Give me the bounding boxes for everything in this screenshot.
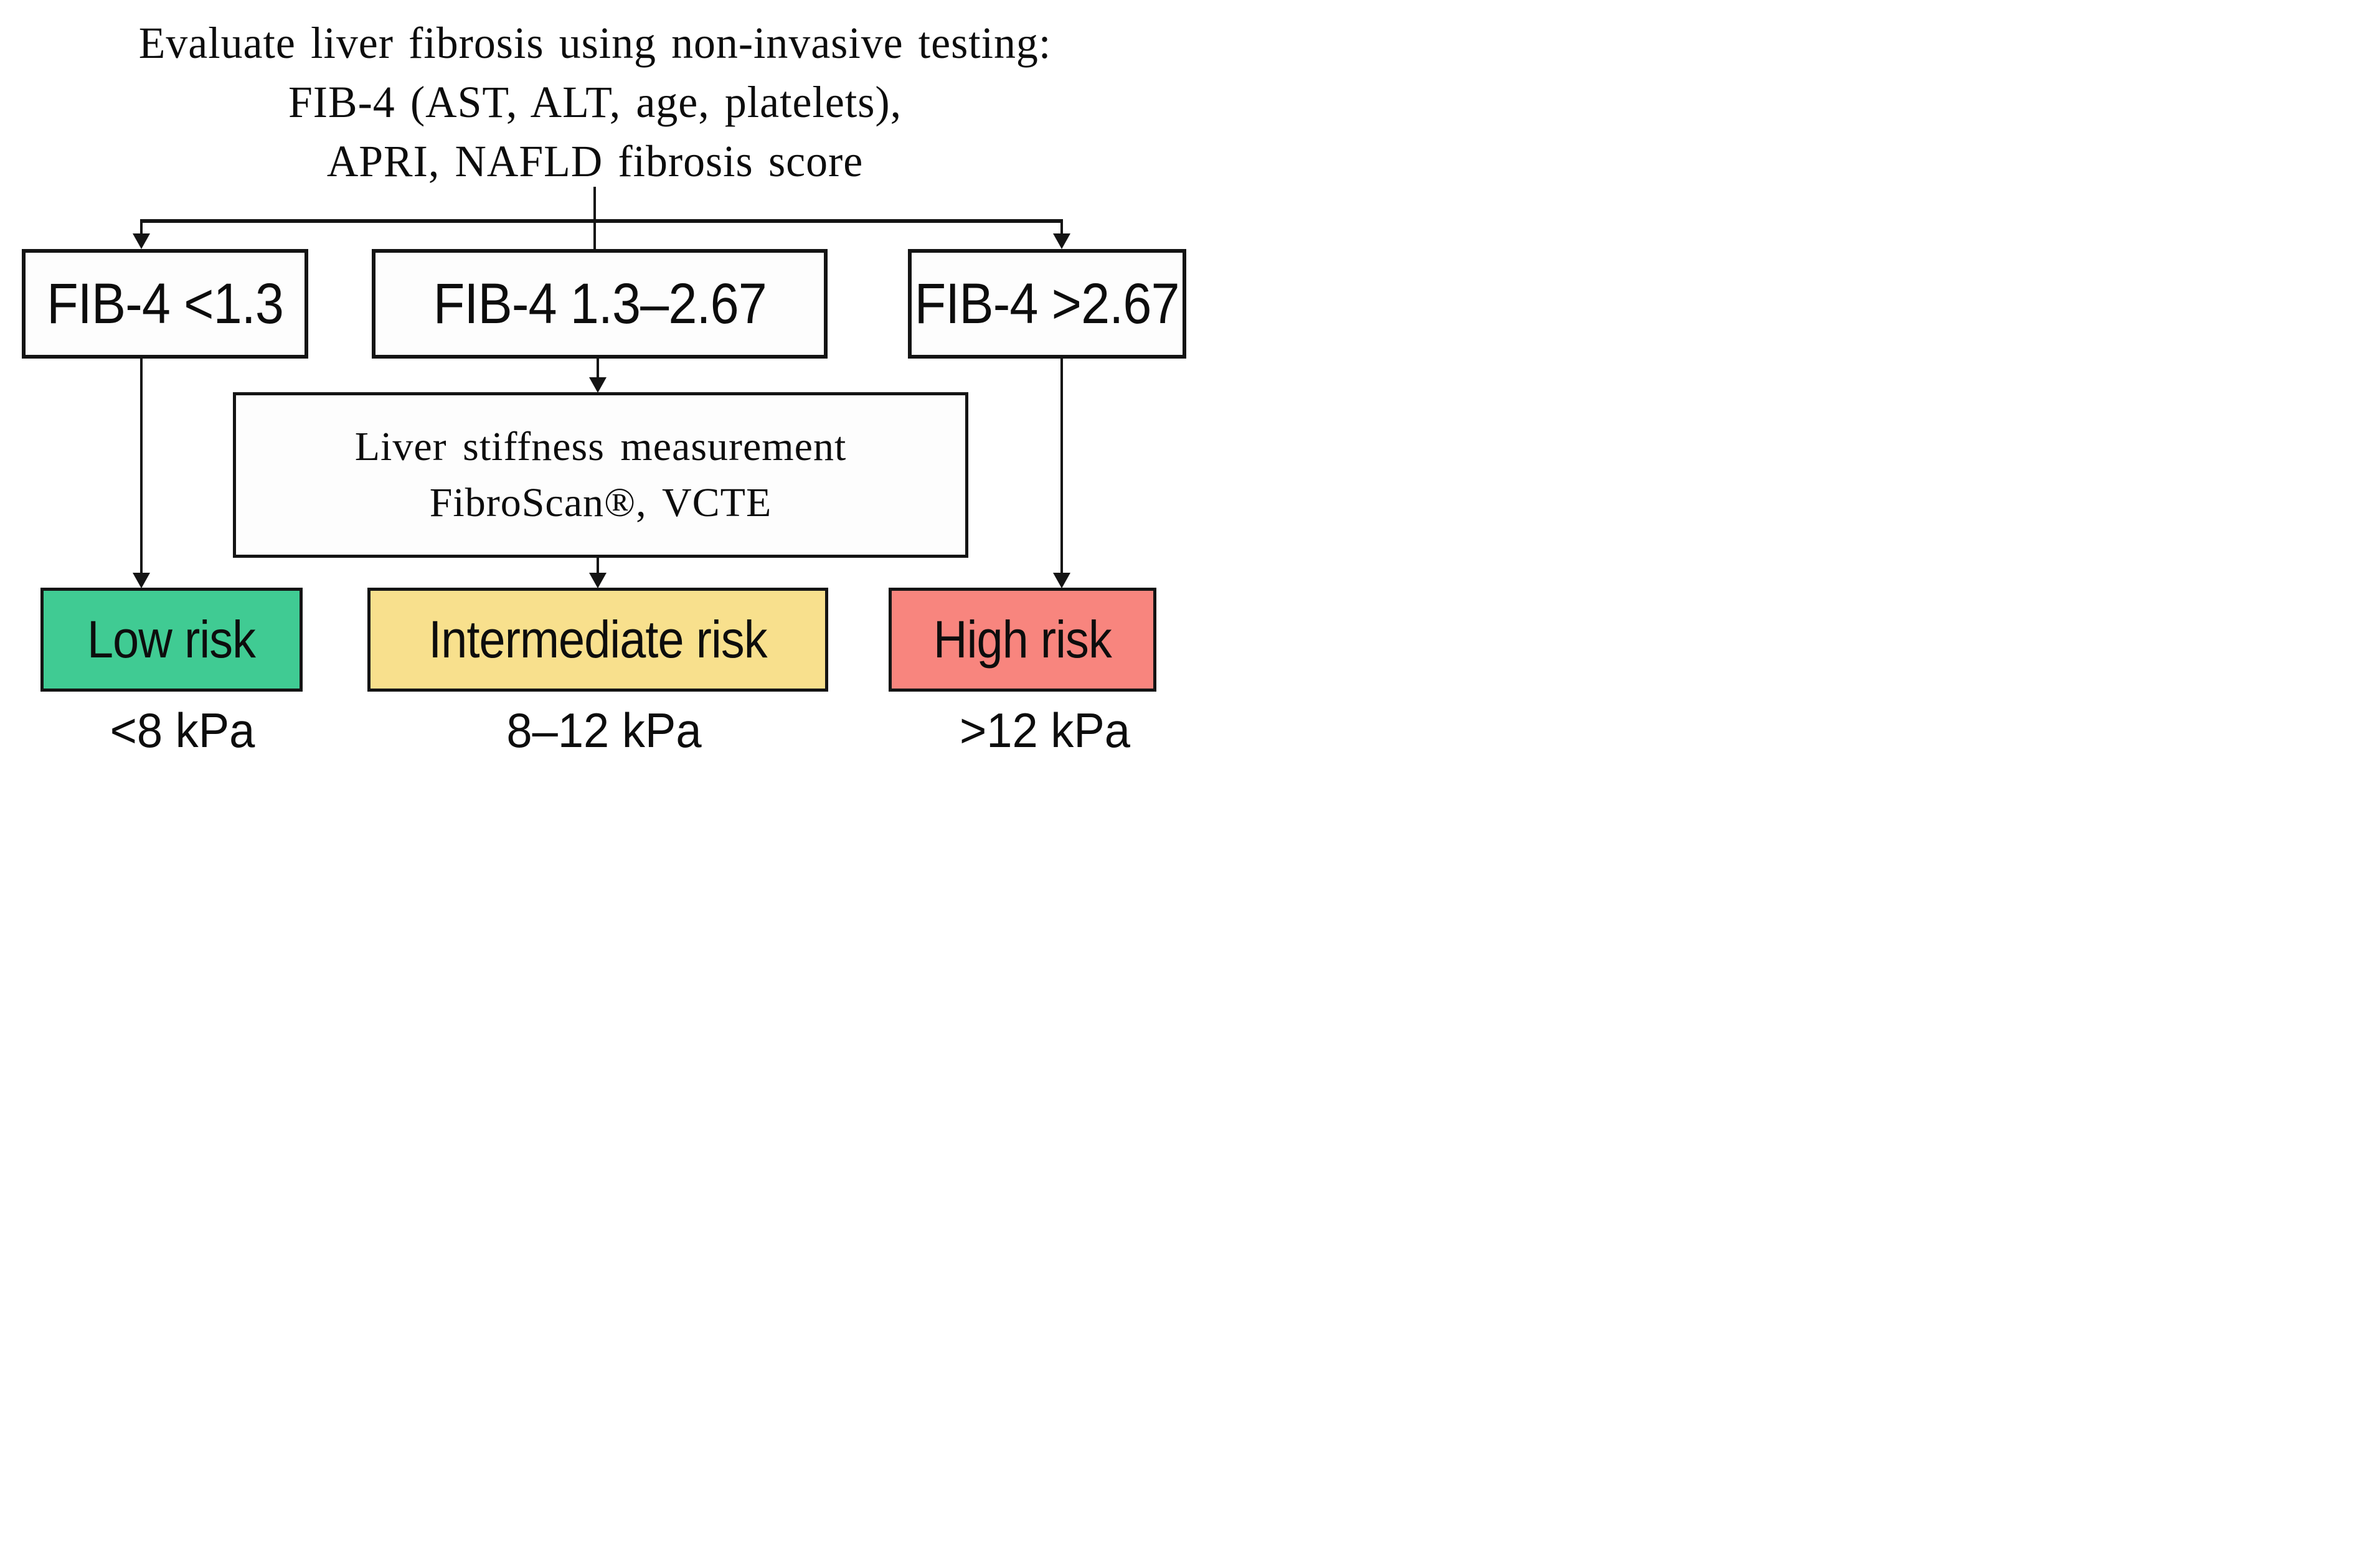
arrow-fib4-low-to-low-risk-head xyxy=(133,573,150,588)
lsm-box-line-1: Liver stiffness measurement xyxy=(354,424,847,469)
arrow-fib4-low-to-low-risk-line xyxy=(140,359,143,574)
arrow-lsm-to-intermediate-line xyxy=(597,558,599,575)
kpa-label-high: >12 kPa xyxy=(960,703,1130,758)
branch-box-fib4-high-label: FIB-4 >2.67 xyxy=(914,271,1180,336)
branch-box-fib4-high: FIB-4 >2.67 xyxy=(908,249,1186,359)
kpa-label-low: <8 kPa xyxy=(110,703,255,758)
risk-box-low: Low risk xyxy=(40,588,303,692)
risk-box-intermediate-label: Intermediate risk xyxy=(428,610,767,669)
lsm-box: Liver stiffness measurement FibroScan®, … xyxy=(233,392,968,558)
risk-box-high: High risk xyxy=(889,588,1156,692)
arrow-branch-to-fib4-mid-line xyxy=(593,219,596,249)
arrow-fib4-mid-to-lsm-head xyxy=(589,377,607,393)
arrow-fib4-mid-to-lsm-line xyxy=(597,359,599,380)
branch-box-fib4-low-label: FIB-4 <1.3 xyxy=(47,271,284,336)
flow-title: Evaluate liver fibrosis using non-invasi… xyxy=(18,14,1173,191)
title-line-1: Evaluate liver fibrosis using non-invasi… xyxy=(138,18,1052,68)
branch-box-fib4-mid: FIB-4 1.3–2.67 xyxy=(372,249,828,359)
branch-box-fib4-mid-label: FIB-4 1.3–2.67 xyxy=(433,271,767,336)
lsm-box-line-2: FibroScan®, VCTE xyxy=(429,480,772,525)
arrow-fib4-high-to-high-risk-line xyxy=(1060,359,1063,574)
arrow-lsm-to-intermediate-head xyxy=(589,573,607,588)
risk-box-high-label: High risk xyxy=(933,610,1112,669)
arrow-branch-to-fib4-high-head xyxy=(1053,233,1070,249)
flowchart-canvas: Evaluate liver fibrosis using non-invasi… xyxy=(0,0,1190,773)
kpa-label-intermediate: 8–12 kPa xyxy=(506,703,702,758)
risk-box-low-label: Low risk xyxy=(87,610,256,669)
arrow-branch-to-fib4-low-head xyxy=(133,233,150,249)
title-line-3: APRI, NAFLD fibrosis score xyxy=(326,136,864,186)
arrow-fib4-high-to-high-risk-head xyxy=(1053,573,1070,588)
risk-box-intermediate: Intermediate risk xyxy=(367,588,828,692)
arrow-branch-to-fib4-low-line xyxy=(140,219,143,237)
arrow-branch-to-fib4-high-line xyxy=(1060,219,1063,237)
arrow-title-to-branch-bar xyxy=(593,187,596,222)
branch-box-fib4-low: FIB-4 <1.3 xyxy=(22,249,308,359)
branch-bar-line xyxy=(140,219,1063,223)
title-line-2: FIB-4 (AST, ALT, age, platelets), xyxy=(288,77,902,127)
